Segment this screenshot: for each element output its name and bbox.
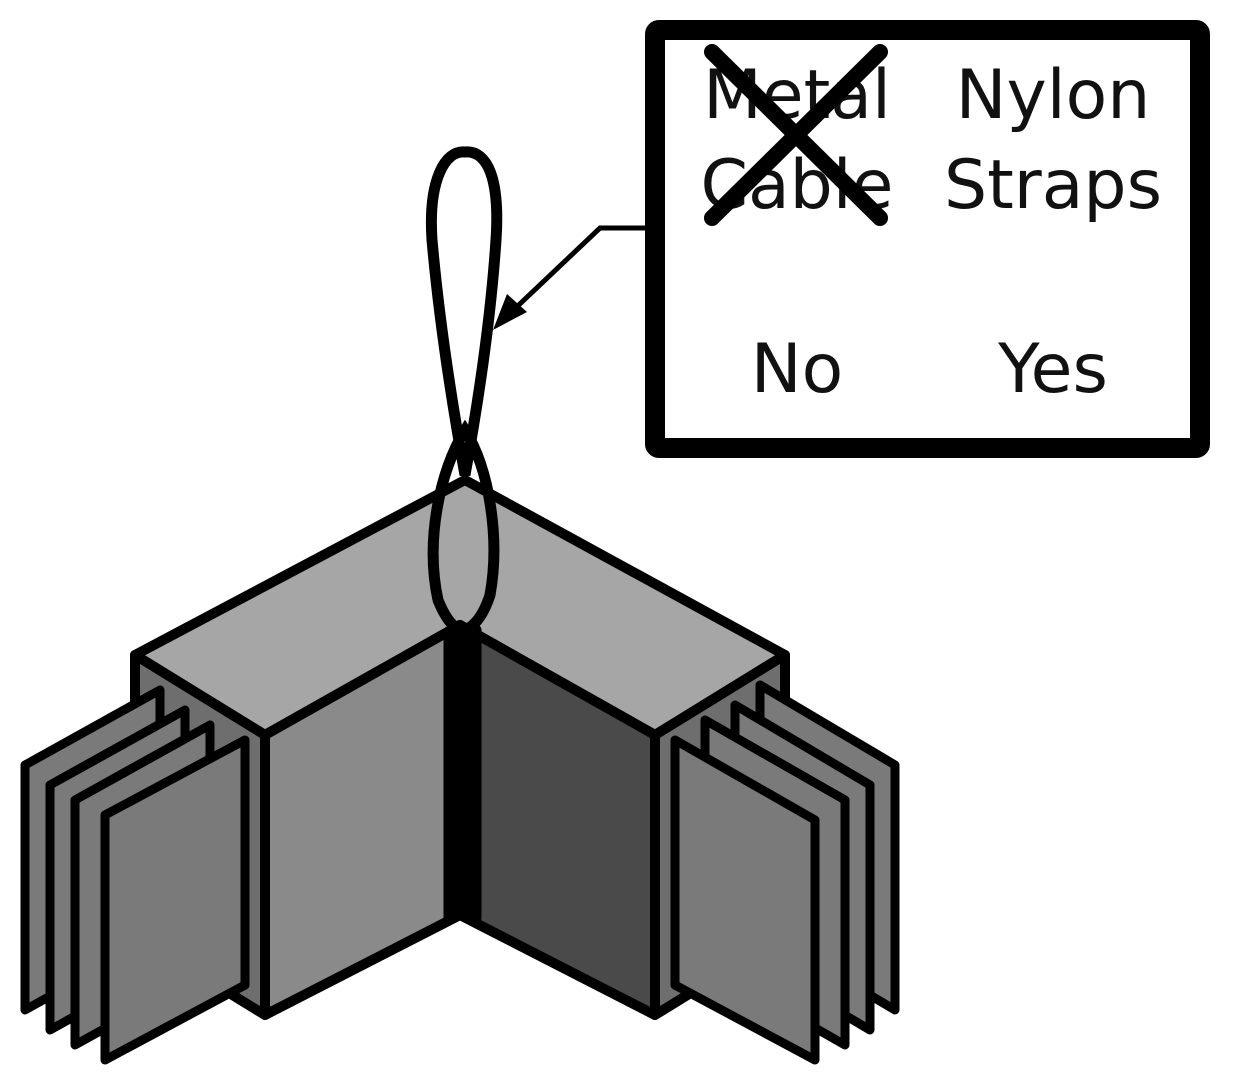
cross-out-x-icon	[704, 44, 888, 226]
callout: Metal Cable Nylon Straps No Yes	[493, 20, 1210, 458]
right-bus-plates	[670, 680, 900, 1065]
nylon-straps-label-line1: Nylon	[956, 56, 1151, 135]
nylon-straps-answer: Yes	[997, 330, 1108, 409]
strap-upper-loop	[425, 146, 503, 476]
callout-leader-line	[503, 225, 655, 320]
left-bus-plates	[20, 685, 250, 1065]
strap-vertical-band	[452, 625, 473, 920]
arrowhead-icon	[493, 294, 527, 330]
metal-cable-answer: No	[751, 330, 843, 409]
left-plate-4	[100, 735, 250, 1065]
nylon-straps-label-line2: Straps	[944, 146, 1162, 225]
right-plate-4	[670, 735, 820, 1065]
metal-cable-label-line2: Cable	[700, 146, 893, 225]
